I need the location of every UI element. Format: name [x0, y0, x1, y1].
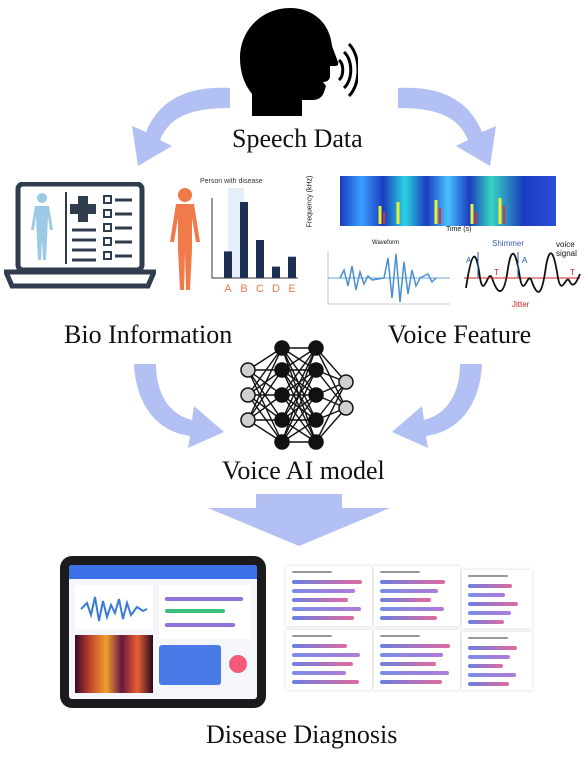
period-label-2: T [570, 268, 575, 277]
arrow-model-to-diagnosis [208, 494, 390, 546]
spectrogram-panel: Frequency (kHz) Time (s) [306, 174, 560, 236]
result-card-4 [286, 630, 372, 690]
jitter-label: Jitter [512, 300, 530, 309]
nn-node [240, 412, 256, 428]
waveform-panel: Waveform [316, 240, 456, 312]
voice-feature-label: Voice Feature [388, 320, 532, 349]
spectrogram-card [75, 635, 153, 693]
arrow-speech-to-voice [388, 80, 508, 170]
laptop-medical-record-icon [2, 181, 158, 294]
result-card [159, 645, 221, 685]
spectrogram-xlabel: Time (s) [446, 226, 472, 233]
bar-A [224, 251, 232, 278]
result-card-5 [374, 630, 460, 690]
voice-signal-label: voice signal [556, 240, 577, 258]
nn-node [274, 387, 290, 403]
nn-node [274, 362, 290, 378]
nn-node [240, 362, 256, 378]
human-figure-icon [170, 188, 200, 290]
amplitude-label-1: A [466, 256, 472, 265]
jitter-shimmer-graph [464, 252, 581, 293]
result-card-1 [286, 566, 372, 626]
voice-signal-panel: Shimmer voice signal Jitter A A T T [462, 238, 584, 314]
category-label-D: D [272, 283, 280, 295]
arrow-bio-to-model [128, 362, 228, 452]
nn-node [338, 374, 354, 390]
nn-node [308, 434, 324, 450]
arrow-voice-to-model [388, 362, 488, 452]
shimmer-label: Shimmer [492, 239, 525, 248]
nn-node [308, 412, 324, 428]
waveform-graph [327, 252, 450, 305]
waveform-card [75, 585, 153, 629]
amplitude-label-2: A [522, 256, 528, 265]
tablet-app-screenshot [60, 556, 266, 708]
spectrogram-image [340, 176, 556, 226]
arrow-speech-to-bio [120, 80, 240, 170]
nn-node [308, 387, 324, 403]
waveform-title: Waveform [372, 240, 400, 246]
category-label-E: E [288, 283, 295, 295]
bio-information-label: Bio Information [64, 320, 233, 349]
nn-node [274, 412, 290, 428]
category-label-C: C [256, 283, 264, 295]
result-card-3 [462, 570, 532, 628]
nn-node [274, 340, 290, 356]
nn-node [240, 387, 256, 403]
result-indicator [229, 655, 247, 673]
app-header-bar [69, 565, 257, 579]
disease-diagnosis-label: Disease Diagnosis [206, 720, 398, 749]
category-label-A: A [224, 283, 232, 295]
nn-node [338, 400, 354, 416]
nn-node [308, 340, 324, 356]
result-card-2 [374, 566, 460, 626]
speech-data-label: Speech Data [232, 124, 363, 153]
tablet-screen [69, 565, 257, 699]
result-card-6 [462, 632, 532, 690]
bar-B [240, 202, 248, 278]
neural-network-icon [236, 340, 356, 450]
category-label-B: B [240, 283, 247, 295]
bar-D [272, 266, 280, 278]
bar-E [288, 256, 296, 278]
nn-node [308, 362, 324, 378]
period-label-1: T [494, 268, 499, 277]
nn-node [274, 434, 290, 450]
speaking-head-icon [238, 6, 360, 118]
bar-C [256, 240, 264, 278]
progress-card [159, 585, 251, 639]
voice-ai-model-label: Voice AI model [222, 456, 385, 485]
bio-chart-title: Person with disease [200, 178, 263, 185]
spectrogram-ylabel: Frequency (kHz) [306, 175, 314, 228]
